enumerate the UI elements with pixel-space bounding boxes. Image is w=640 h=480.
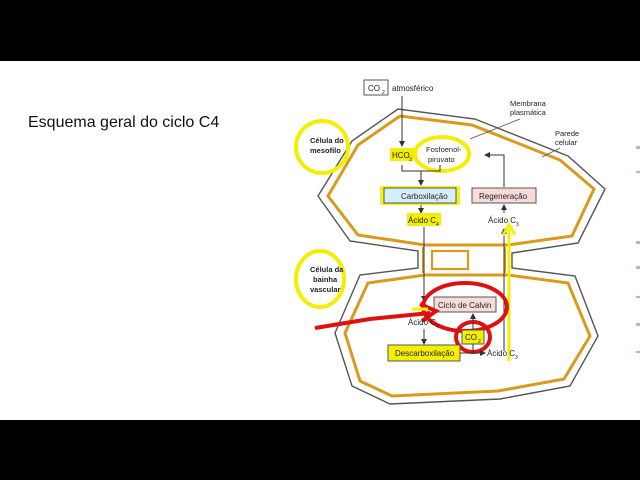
svg-text:Célula do: Célula do [310, 136, 344, 145]
svg-text:2: 2 [478, 339, 481, 345]
svg-text:Fosfoenol-: Fosfoenol- [426, 145, 462, 154]
regeneration-box: Regeneração [471, 152, 537, 204]
svg-text:CO: CO [465, 333, 477, 342]
svg-text:celular: celular [555, 138, 578, 147]
svg-text:2: 2 [382, 90, 385, 96]
c4-cycle-diagram: CO 2 atmosférico Membrana plasmática Par… [294, 79, 640, 405]
svg-text:Regeneração: Regeneração [479, 192, 528, 201]
svg-text:3: 3 [409, 157, 412, 163]
acid-c4-bottom: Ácido C 4 [408, 318, 439, 345]
svg-text:Ciclo de Calvin: Ciclo de Calvin [438, 301, 491, 310]
pep-label: Fosfoenol- piruvato [413, 135, 471, 173]
red-annotation-arrow [314, 302, 441, 330]
acid-c4-top: Ácido C 4 [407, 213, 441, 302]
svg-text:4: 4 [436, 222, 439, 228]
mesophyll-cell-label: Célula do mesofilo [294, 119, 350, 175]
svg-text:Membrana: Membrana [510, 99, 547, 108]
svg-text:3: 3 [515, 355, 518, 361]
acid-c3-bottom: Ácido C 3 [487, 349, 518, 361]
svg-text:HCO: HCO [392, 151, 410, 160]
svg-text:4: 4 [436, 324, 439, 330]
svg-text:Parede: Parede [555, 129, 579, 138]
svg-text:Célula da: Célula da [310, 265, 344, 274]
svg-text:Ácido C: Ácido C [488, 216, 516, 225]
svg-text:piruvato: piruvato [428, 155, 455, 164]
svg-text:CO: CO [368, 84, 380, 93]
svg-text:bainha: bainha [313, 275, 338, 284]
hco3-label: HCO 3 [390, 148, 414, 163]
svg-text:Ácido C: Ácido C [408, 318, 436, 327]
plasmodesmata [421, 247, 507, 273]
co2-atmospheric-label: CO 2 atmosférico [363, 79, 434, 147]
slide: Esquema geral do ciclo C4 [0, 61, 640, 420]
bundle-sheath-cell [343, 273, 592, 398]
decarboxylation-box: Descarboxilação [387, 344, 486, 362]
svg-text:Carboxilação: Carboxilação [401, 192, 448, 201]
bundle-sheath-label: Célula da bainha vascular [294, 249, 346, 309]
co2-inner: CO 2 [454, 313, 492, 354]
cell-wall-label: Parede celular [541, 129, 579, 158]
svg-text:vascular: vascular [310, 285, 341, 294]
slide-title: Esquema geral do ciclo C4 [28, 114, 220, 131]
svg-text:Ácido C: Ácido C [487, 349, 515, 358]
membrane-label: Membrana plasmática [469, 99, 547, 140]
svg-text:mesofilo: mesofilo [310, 146, 341, 155]
svg-text:atmosférico: atmosférico [392, 84, 434, 93]
edge-slivers [636, 146, 640, 353]
svg-text:Ácido C: Ácido C [408, 216, 436, 225]
acid-c3-top: Ácido C 3 [488, 204, 519, 361]
svg-text:plasmática: plasmática [510, 108, 547, 117]
svg-text:3: 3 [516, 222, 519, 228]
svg-text:Descarboxilação: Descarboxilação [395, 349, 455, 358]
merge-arrows [401, 165, 441, 186]
carboxylation-box: Carboxilação [380, 186, 460, 205]
